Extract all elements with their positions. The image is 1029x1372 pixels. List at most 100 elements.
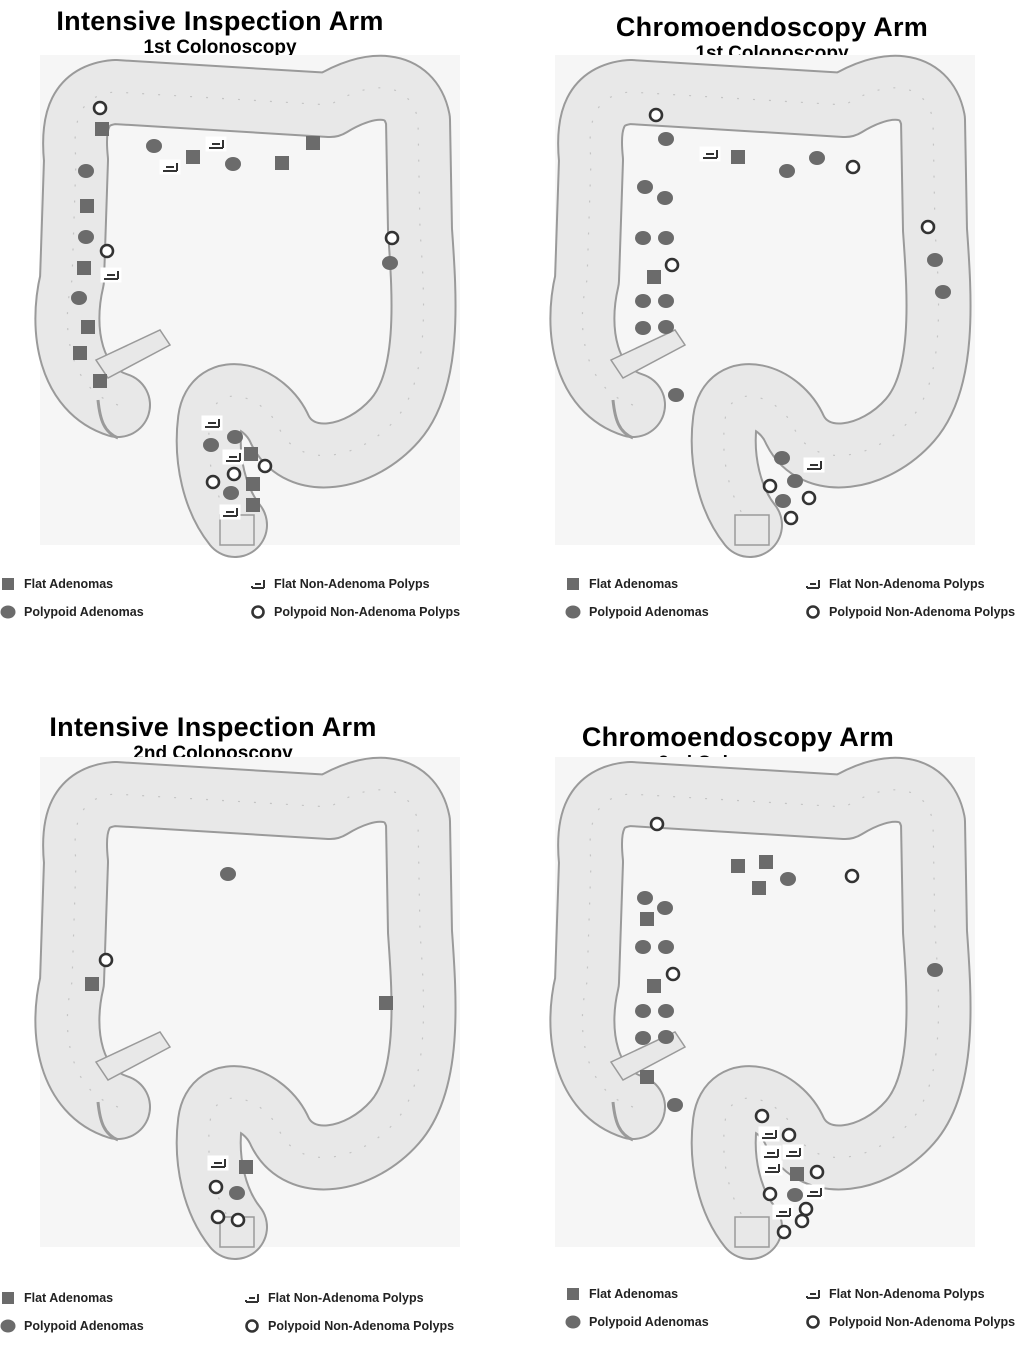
polypoid-adenoma-marker bbox=[667, 1098, 683, 1112]
polypoid-adenoma-marker bbox=[658, 940, 674, 954]
flat-non-adenoma-marker bbox=[805, 459, 823, 471]
flat-adenoma-marker bbox=[640, 912, 654, 926]
legend-label: Polypoid Adenomas bbox=[589, 1315, 709, 1329]
polypoid-adenoma-marker bbox=[227, 430, 243, 444]
flat-adenoma-marker bbox=[85, 977, 99, 991]
panel-intensive-1st: Intensive Inspection Arm 1st Colonoscopy… bbox=[0, 0, 514, 670]
panel-chromo-2nd: Chromoendoscopy Arm 2nd Colonoscopy Flat… bbox=[515, 702, 1029, 1372]
polypoid-adenoma-marker bbox=[927, 253, 943, 267]
legend-label: Polypoid Non-Adenoma Polyps bbox=[829, 605, 1015, 619]
polypoid-non-adenoma-marker bbox=[259, 460, 271, 472]
polypoid-adenoma-marker bbox=[223, 486, 239, 500]
polypoid-non-adenoma-marker bbox=[800, 1203, 812, 1215]
colon-diagram bbox=[515, 0, 1029, 560]
polypoid-non-adenoma-marker bbox=[228, 468, 240, 480]
flat-adenoma-marker bbox=[731, 150, 745, 164]
square-marker-icon bbox=[0, 1290, 16, 1306]
polypoid-non-adenoma-marker bbox=[783, 1129, 795, 1141]
flat-adenoma-marker bbox=[647, 979, 661, 993]
polypoid-adenoma-marker bbox=[635, 1004, 651, 1018]
legend-label: Flat Adenomas bbox=[24, 577, 113, 591]
flat-non-adenoma-marker bbox=[207, 138, 225, 150]
legend-polypoid-non-adenoma: Polypoid Non-Adenoma Polyps bbox=[805, 1314, 1015, 1330]
rectum-outlet bbox=[735, 1217, 769, 1247]
legend-flat-adenomas: Flat Adenomas bbox=[565, 576, 678, 592]
flat-non-adenoma-marker bbox=[209, 1157, 227, 1169]
polypoid-adenoma-marker bbox=[229, 1186, 245, 1200]
flat-non-adenoma-marker bbox=[784, 1146, 802, 1158]
flat-polyp-marker-icon bbox=[805, 576, 821, 592]
polypoid-adenoma-marker bbox=[657, 901, 673, 915]
square-marker-icon bbox=[0, 576, 16, 592]
polypoid-adenoma-marker bbox=[779, 164, 795, 178]
polypoid-adenoma-marker bbox=[935, 285, 951, 299]
ring-marker-icon bbox=[250, 604, 266, 620]
legend-label: Polypoid Non-Adenoma Polyps bbox=[274, 605, 460, 619]
polypoid-non-adenoma-marker bbox=[650, 109, 662, 121]
polypoid-adenoma-marker bbox=[809, 151, 825, 165]
legend-polypoid-non-adenoma: Polypoid Non-Adenoma Polyps bbox=[244, 1318, 454, 1334]
legend-label: Polypoid Non-Adenoma Polyps bbox=[268, 1319, 454, 1333]
polypoid-adenoma-marker bbox=[635, 294, 651, 308]
polypoid-adenoma-marker bbox=[658, 231, 674, 245]
flat-non-adenoma-marker bbox=[762, 1147, 780, 1159]
polypoid-non-adenoma-marker bbox=[785, 512, 797, 524]
polypoid-adenoma-marker bbox=[780, 872, 796, 886]
polypoid-non-adenoma-marker bbox=[210, 1181, 222, 1193]
ring-marker-icon bbox=[805, 604, 821, 620]
legend-label: Polypoid Adenomas bbox=[24, 1319, 144, 1333]
legend-flat-adenomas: Flat Adenomas bbox=[565, 1286, 678, 1302]
legend-label: Polypoid Adenomas bbox=[24, 605, 144, 619]
polypoid-non-adenoma-marker bbox=[232, 1214, 244, 1226]
legend-label: Polypoid Non-Adenoma Polyps bbox=[829, 1315, 1015, 1329]
flat-adenoma-marker bbox=[244, 447, 258, 461]
flat-adenoma-marker bbox=[93, 374, 107, 388]
flat-polyp-marker-icon bbox=[805, 1286, 821, 1302]
polypoid-non-adenoma-marker bbox=[666, 259, 678, 271]
polypoid-adenoma-marker bbox=[71, 291, 87, 305]
legend-label: Flat Non-Adenoma Polyps bbox=[829, 1287, 985, 1301]
polypoid-adenoma-marker bbox=[78, 230, 94, 244]
polypoid-adenoma-marker bbox=[635, 321, 651, 335]
flat-non-adenoma-marker bbox=[224, 451, 242, 463]
polypoid-non-adenoma-marker bbox=[847, 161, 859, 173]
polypoid-non-adenoma-marker bbox=[386, 232, 398, 244]
flat-non-adenoma-marker bbox=[763, 1162, 781, 1174]
rectum-outlet bbox=[735, 515, 769, 545]
polypoid-adenoma-marker bbox=[637, 180, 653, 194]
polypoid-adenoma-marker bbox=[382, 256, 398, 270]
oval-marker-icon bbox=[565, 1314, 581, 1330]
legend-label: Polypoid Adenomas bbox=[589, 605, 709, 619]
polypoid-adenoma-marker bbox=[225, 157, 241, 171]
flat-adenoma-marker bbox=[80, 199, 94, 213]
flat-non-adenoma-marker bbox=[102, 269, 120, 281]
colon-illustration bbox=[555, 55, 975, 545]
flat-polyp-marker-icon bbox=[250, 576, 266, 592]
polypoid-non-adenoma-marker bbox=[778, 1226, 790, 1238]
polypoid-adenoma-marker bbox=[787, 1188, 803, 1202]
polypoid-non-adenoma-marker bbox=[764, 1188, 776, 1200]
polypoid-adenoma-marker bbox=[146, 139, 162, 153]
polypoid-non-adenoma-marker bbox=[667, 968, 679, 980]
flat-adenoma-marker bbox=[647, 270, 661, 284]
polypoid-adenoma-marker bbox=[658, 320, 674, 334]
flat-adenoma-marker bbox=[752, 881, 766, 895]
flat-adenoma-marker bbox=[77, 261, 91, 275]
legend-flat-adenomas: Flat Adenomas bbox=[0, 1290, 113, 1306]
flat-adenoma-marker bbox=[246, 477, 260, 491]
square-marker-icon bbox=[565, 1286, 581, 1302]
legend-flat-non-adenoma: Flat Non-Adenoma Polyps bbox=[250, 576, 430, 592]
flat-non-adenoma-marker bbox=[760, 1128, 778, 1140]
square-marker-icon bbox=[565, 576, 581, 592]
polypoid-non-adenoma-marker bbox=[101, 245, 113, 257]
legend-label: Flat Non-Adenoma Polyps bbox=[268, 1291, 424, 1305]
flat-polyp-marker-icon bbox=[244, 1290, 260, 1306]
flat-adenoma-marker bbox=[306, 136, 320, 150]
flat-non-adenoma-marker bbox=[203, 417, 221, 429]
legend-label: Flat Adenomas bbox=[24, 1291, 113, 1305]
legend-label: Flat Adenomas bbox=[589, 1287, 678, 1301]
polypoid-non-adenoma-marker bbox=[212, 1211, 224, 1223]
flat-adenoma-marker bbox=[379, 996, 393, 1010]
legend-polypoid-adenomas: Polypoid Adenomas bbox=[0, 604, 144, 620]
oval-marker-icon bbox=[0, 604, 16, 620]
